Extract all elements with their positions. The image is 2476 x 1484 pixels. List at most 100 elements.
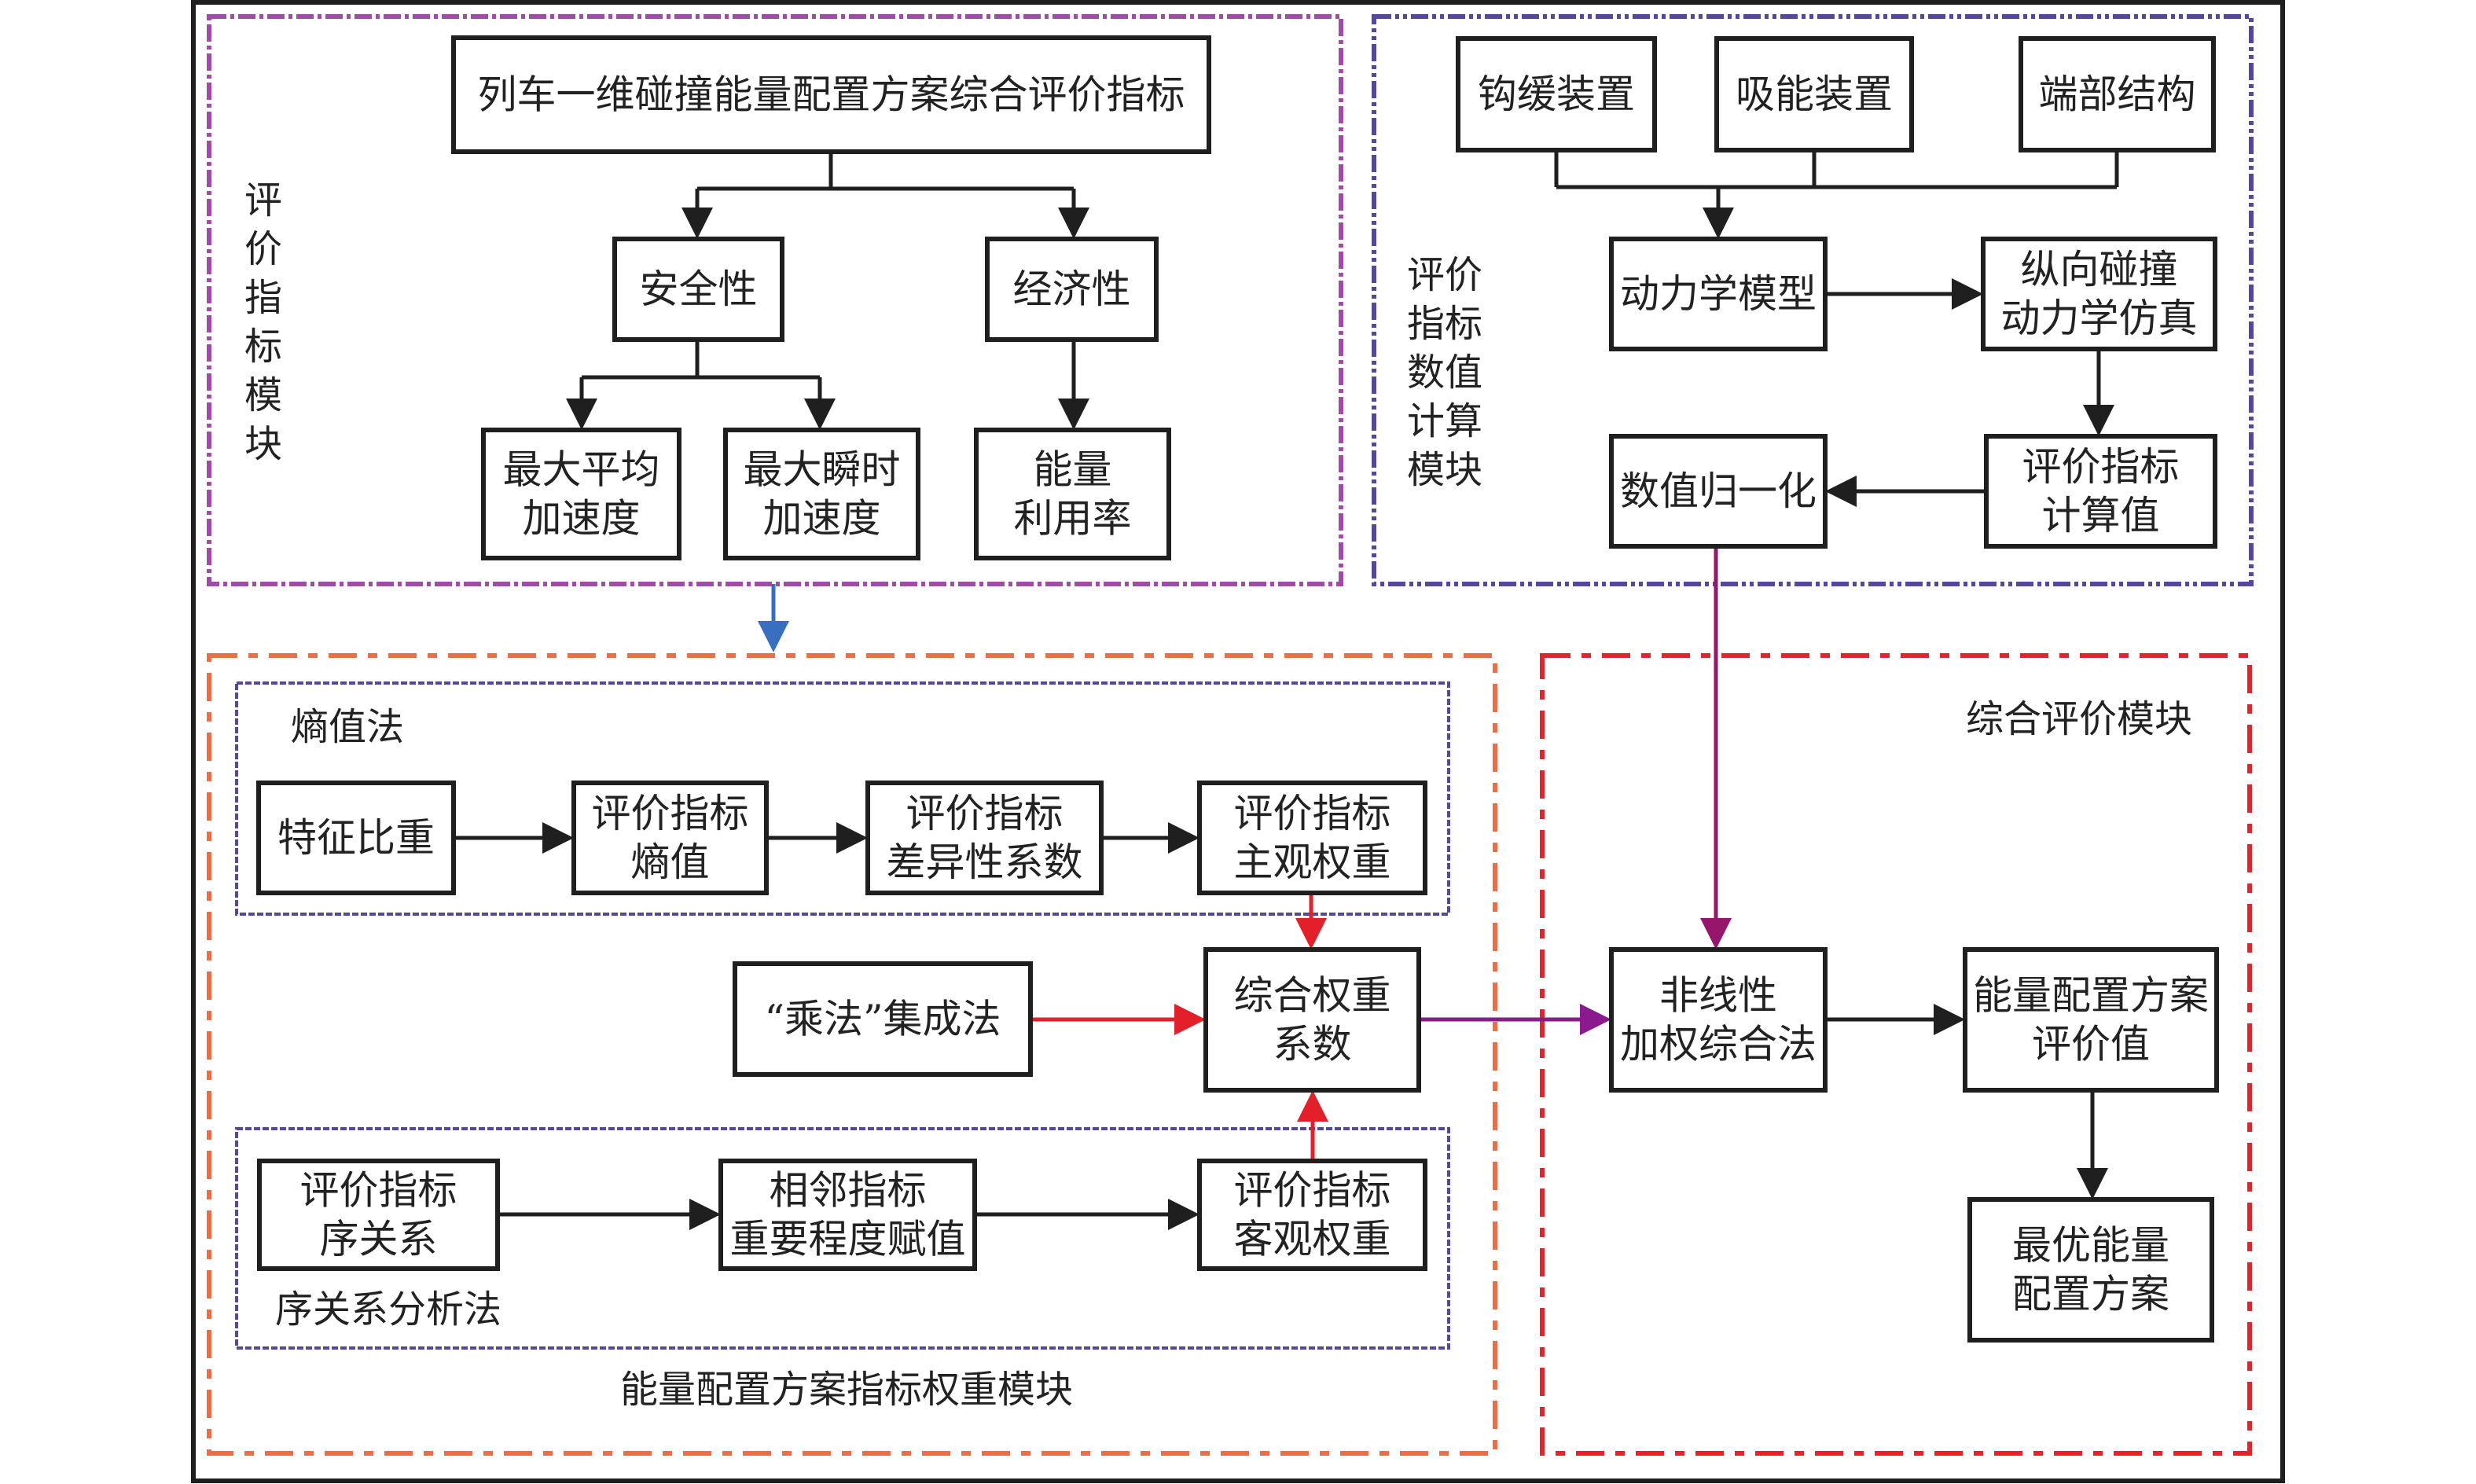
arrow-combined-to-nonlinear-arrowhead [1580, 1004, 1611, 1035]
node-objective-weight-box [1197, 1159, 1427, 1271]
node-max-avg-acceleration-box [481, 428, 681, 560]
node-order-relation-box [257, 1159, 500, 1271]
node-index-value-label: 计算值 [2042, 493, 2160, 538]
node-energy-utilization-label: 能量 [1034, 447, 1112, 493]
node-multiplication-integration-box [733, 961, 1033, 1077]
node-feature-weight-label: 特征比重 [277, 815, 435, 861]
node-difference-coefficient-label: 差异性系数 [887, 839, 1083, 885]
node-normalization-box [1609, 434, 1828, 549]
comprehensive-module-label: 综合评价模块 [1966, 697, 2192, 741]
node-dynamics-model: 动力学模型 [1609, 237, 1828, 351]
eval-index-module-label-char: 评 [244, 178, 282, 222]
node-objective-weight-label: 客观权重 [1234, 1217, 1391, 1262]
arrow-eval-to-weight-module-arrowhead [758, 621, 789, 652]
node-collision-simulation-box [1981, 237, 2217, 351]
arrow-normalization-to-nonlinear-arrowhead [1700, 918, 1732, 950]
node-multiplication-integration-label: “乘法”集成法 [764, 997, 1001, 1042]
node-importance-assignment-label: 相邻指标 [770, 1168, 927, 1214]
arrow-scheme-value-to-optimal-arrowhead [2077, 1168, 2108, 1199]
node-order-relation-label: 评价指标 [300, 1168, 457, 1214]
arrow-to-energy-utilization-arrowhead [1058, 399, 1089, 430]
arrow-to-safety-arrowhead [681, 208, 713, 239]
node-energy-absorber-label: 吸能装置 [1736, 72, 1893, 117]
arrow-to-normalization-arrowhead [1825, 476, 1857, 507]
node-end-structure: 端部结构 [2019, 36, 2216, 152]
weight-module-frame [207, 653, 1497, 1456]
node-difference-coefficient-label: 评价指标 [906, 791, 1064, 836]
eval-index-module-label-char: 块 [244, 422, 282, 466]
node-economy-label: 经济性 [1013, 266, 1131, 312]
node-safety: 安全性 [612, 237, 784, 342]
arrow-nonlinear-to-scheme-value-arrowhead [1934, 1004, 1965, 1035]
node-optimal-scheme-box [1967, 1197, 2214, 1343]
numeric-module-label-line: 计算 [1407, 399, 1482, 443]
node-feature-weight-box [256, 781, 456, 895]
node-coupler-buffer-label: 钩缓装置 [1478, 72, 1635, 117]
numeric-module-frame [1372, 14, 2254, 586]
comprehensive-module-frame [1540, 653, 2252, 1456]
node-index-value-box [1984, 434, 2217, 549]
eval-index-module-label-char: 指 [244, 276, 282, 320]
arrow-feature-to-entropy-arrowhead [542, 822, 574, 854]
arrow-objective-to-combined-arrowhead [1297, 1090, 1328, 1122]
numeric-module-label-line: 模块 [1407, 448, 1482, 492]
node-economy: 经济性 [985, 237, 1159, 342]
connectors [454, 150, 2119, 1230]
node-entropy-value-label: 评价指标 [592, 791, 749, 836]
arrow-to-collision-simulation-arrowhead [1952, 278, 1983, 310]
numeric-module-label-line: 评价 [1407, 253, 1482, 297]
node-nonlinear-weighting-label: 加权综合法 [1620, 1022, 1817, 1067]
node-entropy-value-label: 熵值 [631, 839, 710, 885]
outer-frame [191, 0, 2285, 1483]
node-max-instant-acceleration-label: 加速度 [763, 496, 881, 542]
node-energy-utilization-box [974, 428, 1171, 560]
eval-index-module-label-char: 价 [244, 227, 282, 271]
weight-module-label: 能量配置方案指标权重模块 [620, 1368, 1073, 1412]
node-end-structure-box [2019, 36, 2216, 152]
node-feature-weight: 特征比重 [256, 781, 456, 895]
node-safety-box [612, 237, 784, 342]
arrow-to-index-value-arrowhead [2083, 405, 2114, 436]
node-dynamics-model-label: 动力学模型 [1620, 271, 1817, 317]
node-optimal-scheme-label: 配置方案 [2012, 1272, 2169, 1317]
nodes: 列车一维碰撞能量配置方案综合评价指标安全性经济性最大平均加速度最大瞬时加速度能量… [256, 35, 2219, 1343]
node-max-instant-acceleration-box [723, 428, 920, 560]
node-max-avg-acceleration-label: 加速度 [523, 496, 641, 542]
arrow-multiplication-to-combined-arrowhead [1174, 1004, 1206, 1035]
node-order-relation-label: 序关系 [320, 1217, 438, 1262]
node-subjective-weight-label: 评价指标 [1234, 791, 1391, 836]
node-multiplication-integration: “乘法”集成法 [733, 961, 1033, 1077]
node-coupler-buffer: 钩缓装置 [1456, 36, 1657, 152]
node-root-index: 列车一维碰撞能量配置方案综合评价指标 [451, 35, 1211, 154]
eval-index-module-label-char: 模 [244, 373, 282, 417]
node-coupler-buffer-box [1456, 36, 1657, 152]
entropy-group-frame [235, 681, 1450, 916]
arrow-order-to-importance-arrowhead [689, 1199, 721, 1230]
node-entropy-value-box [571, 781, 769, 895]
node-normalization-label: 数值归一化 [1620, 468, 1817, 514]
eval-index-module-frame [207, 14, 1343, 586]
node-normalization: 数值归一化 [1609, 434, 1828, 549]
node-safety-label: 安全性 [640, 266, 758, 312]
node-dynamics-model-box [1609, 237, 1828, 351]
node-economy-box [985, 237, 1159, 342]
node-scheme-evaluation-value-label: 能量配置方案 [1973, 973, 2209, 1019]
node-optimal-scheme-label: 最优能量 [2012, 1223, 2169, 1269]
arrow-to-max-instant-acceleration-arrowhead [804, 399, 836, 430]
node-importance-assignment-label: 重要程度赋值 [730, 1217, 966, 1262]
node-scheme-evaluation-value-label: 评价值 [2032, 1022, 2150, 1067]
node-energy-utilization-label: 利用率 [1014, 496, 1132, 542]
arrow-difference-to-subjective-arrowhead [1168, 822, 1199, 854]
arrow-to-max-avg-acceleration-arrowhead [566, 399, 597, 430]
